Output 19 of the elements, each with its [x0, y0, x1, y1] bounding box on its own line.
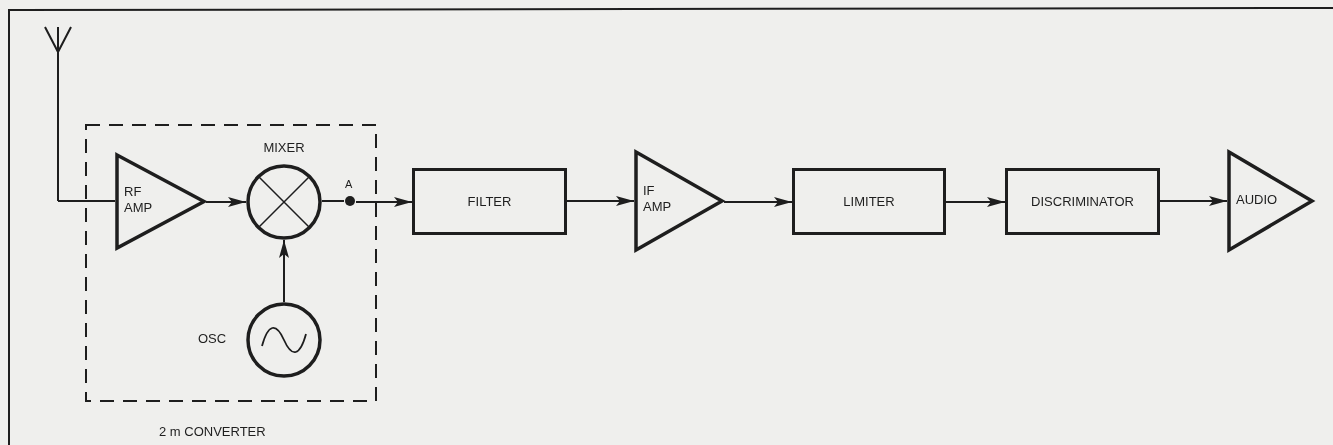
arrow — [205, 197, 247, 207]
arrow — [279, 239, 289, 303]
amplifier-label: IF AMP — [643, 183, 673, 215]
arrow — [355, 197, 413, 207]
connector-line — [321, 200, 345, 202]
mixer-label: MIXER — [262, 140, 306, 156]
arrow — [1159, 196, 1228, 206]
process-box: FILTER — [412, 168, 567, 235]
group-caption: 2 m CONVERTER — [159, 424, 266, 440]
amplifier-label: AUDIO — [1236, 192, 1278, 208]
arrow — [945, 197, 1006, 207]
process-box: DISCRIMINATOR — [1005, 168, 1160, 235]
arrow — [723, 197, 793, 207]
amplifier-label: RF AMP — [124, 183, 154, 216]
oscillator-label: OSC — [198, 331, 227, 347]
process-box: LIMITER — [792, 168, 946, 235]
connector-line — [57, 200, 116, 202]
arrow — [566, 196, 635, 206]
node-label: A — [345, 177, 353, 192]
